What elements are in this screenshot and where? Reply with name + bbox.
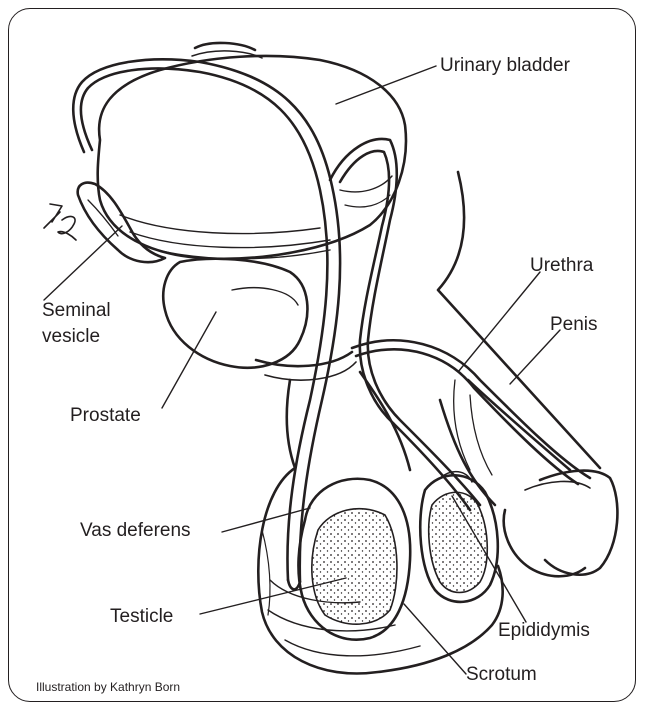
label-urinary-bladder: Urinary bladder (440, 55, 570, 77)
label-scrotum: Scrotum (466, 664, 537, 686)
leader-seminal-vesicle (44, 226, 122, 300)
left-testicle-shape (298, 479, 410, 640)
label-testicle: Testicle (110, 606, 173, 628)
right-testicle-shape (420, 472, 498, 602)
penis-shaft (438, 172, 600, 505)
leader-scrotum (404, 604, 466, 674)
urinary-bladder-shape (98, 43, 406, 259)
leader-lines (44, 66, 560, 674)
leader-urinary-bladder (336, 66, 436, 104)
label-seminal-vesicle-line2: vesicle (42, 324, 111, 350)
seminal-vesicle-shape (78, 183, 165, 263)
label-epididymis: Epididymis (498, 620, 590, 642)
label-seminal-vesicle-line1: Seminal (42, 298, 111, 324)
vas-deferens-tube (73, 59, 480, 589)
label-penis: Penis (550, 314, 598, 336)
label-urethra: Urethra (530, 255, 593, 277)
illustration-credit: Illustration by Kathryn Born (36, 680, 180, 694)
label-vas-deferens: Vas deferens (80, 520, 191, 542)
leader-penis (510, 330, 560, 384)
artist-signature (44, 204, 76, 240)
glans-penis (504, 471, 618, 577)
label-seminal-vesicle: Seminal vesicle (42, 298, 111, 350)
label-prostate: Prostate (70, 405, 141, 427)
